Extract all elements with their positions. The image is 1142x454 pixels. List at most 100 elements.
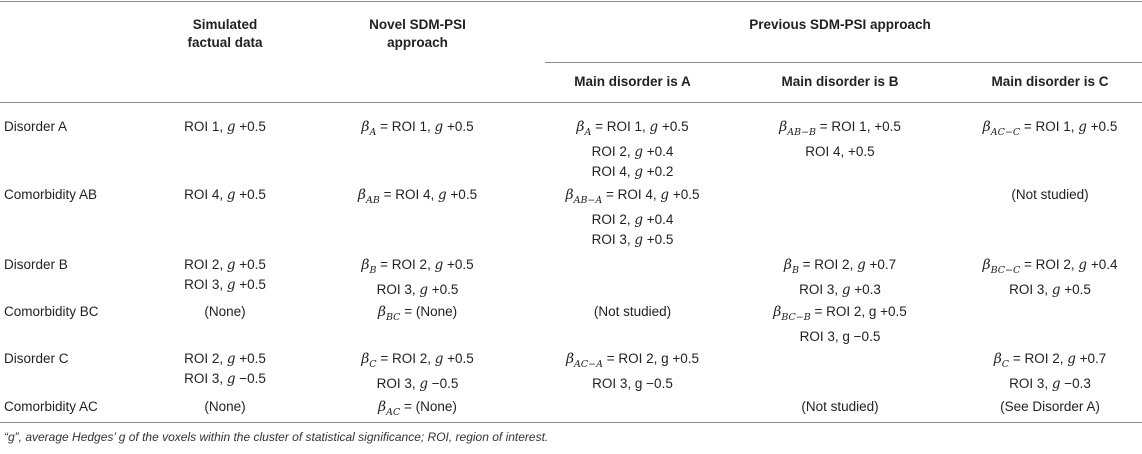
hedges-g-symbol: g [649,119,659,135]
cell-line: ROI 3, g −0.5 [150,369,300,389]
cell-line: ROI 2, g +0.4 [545,142,720,162]
cell-text: = ROI 2, [798,257,858,272]
effect-value: +0.5 [669,187,700,202]
hedges-g-symbol: g [438,187,447,203]
beta-subscript: A [369,126,377,138]
effect-value: +0.5 [235,119,266,134]
cell-text: = ROI 2, [376,257,435,272]
cell-text: = ROI 2, [1009,351,1068,366]
cell-line: ROI 4, g +0.2 [545,162,720,182]
cell-line: (See Disorder A) [960,397,1140,416]
hedges-g-symbol: g [1078,257,1088,273]
table-top-rule [0,1,1142,2]
cell-text: ROI 2, [184,351,227,366]
cell-line: βAB−A = ROI 4, g +0.5 [545,185,720,210]
effect-value: +0.2 [643,163,674,179]
effect-value: +0.5 [658,119,689,134]
cell-text: ROI 3, [376,281,420,297]
cell-text: ROI 4, [591,163,635,179]
table-cell-sim: (None) [150,302,300,321]
cell-text: ROI 3, [184,277,227,292]
beta-subscript: AC−C [990,126,1021,138]
effect-value: −0.5 [428,375,459,391]
cell-text: ROI 4, +0.5 [805,143,875,159]
cell-line: (Not studied) [750,397,930,416]
effect-value: +0.5 [443,351,474,366]
hedges-g-symbol: g [226,371,236,387]
effect-value: +0.5 [643,231,674,247]
header-previous: Previous SDM-PSI approach [749,17,931,32]
effect-value: +0.7 [865,257,897,272]
cell-line: βAC−A = ROI 2, g +0.5 [545,349,720,374]
hedges-g-symbol: g [634,231,643,248]
cell-text: ROI 3, [1009,281,1052,297]
header-bottom-rule [0,102,1142,103]
table-cell-novel: βAB = ROI 4, g +0.5 [330,185,505,210]
table-cell-sim: ROI 4, g +0.5 [150,185,300,205]
cell-line: ROI 2, g +0.5 [150,349,300,369]
hedges-g-symbol: g [226,257,236,273]
hedges-g-symbol: g [634,143,643,160]
effect-value: +0.5 [235,187,266,202]
cell-line: ROI 2, g +0.5 [150,255,300,275]
beta-symbol: βBC [377,304,401,323]
previous-subheader-rule [545,62,1142,63]
cell-text: = ROI 1, +0.5 [816,119,901,134]
row-label: Comorbidity AC [4,399,98,414]
beta-subscript: BC [386,311,401,323]
hedges-g-symbol: g [660,187,670,203]
effect-value: −0.3 [1060,375,1091,391]
hedges-g-symbol: g [419,375,428,392]
cell-line: (None) [150,302,300,321]
cell-text: ROI 1, [184,119,227,134]
cell-line: βBC−C = ROI 2, g +0.4 [960,255,1140,280]
effect-value: +0.5 [428,281,459,297]
cell-line: (None) [150,397,300,416]
cell-text: = ROI 4, [602,187,661,202]
cell-line: ROI 3, g −0.3 [960,374,1140,394]
cell-text: ROI 3, [799,281,842,297]
effect-value: +0.3 [850,281,881,297]
table-cell-a: (Not studied) [545,302,720,321]
effect-value: +0.4 [643,211,674,227]
hedges-g-symbol: g [226,119,236,135]
beta-subscript: AB−B [787,126,817,138]
cell-text: (Not studied) [801,399,879,414]
hedges-g-symbol: g [841,281,851,298]
cell-text: ROI 2, [591,143,635,159]
cell-text: (Not studied) [593,304,672,319]
effect-value: +0.5 [1060,281,1091,297]
cell-text: (None) [204,304,246,319]
cell-line: (Not studied) [545,302,720,321]
effect-value: +0.4 [643,143,674,159]
cell-text: = ROI 2, g +0.5 [602,351,700,366]
cell-text: (See Disorder A) [1000,399,1100,414]
table-cell-b: (Not studied) [750,397,930,416]
beta-symbol: βAB−B [779,119,817,138]
beta-symbol: βAC [378,399,401,418]
cell-line: ROI 3, g −0.5 [750,327,930,346]
header-main-a: Main disorder is A [574,74,691,89]
cell-line: ROI 1, g +0.5 [150,117,300,137]
cell-line: βA = ROI 1, g +0.5 [330,117,505,142]
effect-value: +0.7 [1075,351,1107,366]
beta-symbol: βAC−C [982,119,1021,138]
beta-symbol: βC [361,351,377,370]
effect-value: +0.5 [1086,119,1118,134]
cell-line: ROI 3, g +0.5 [330,280,505,300]
hedges-g-symbol: g [434,119,444,135]
effect-value: +0.4 [1087,257,1118,272]
beta-subscript: AC−A [574,358,603,370]
cell-text: ROI 3, g −0.5 [592,375,673,391]
cell-text: = ROI 1, [591,119,650,134]
cell-line: ROI 3, g −0.5 [330,374,505,394]
beta-subscript: AB [366,194,380,206]
row-label: Comorbidity AB [4,187,98,202]
table-cell-c: (See Disorder A) [960,397,1140,416]
